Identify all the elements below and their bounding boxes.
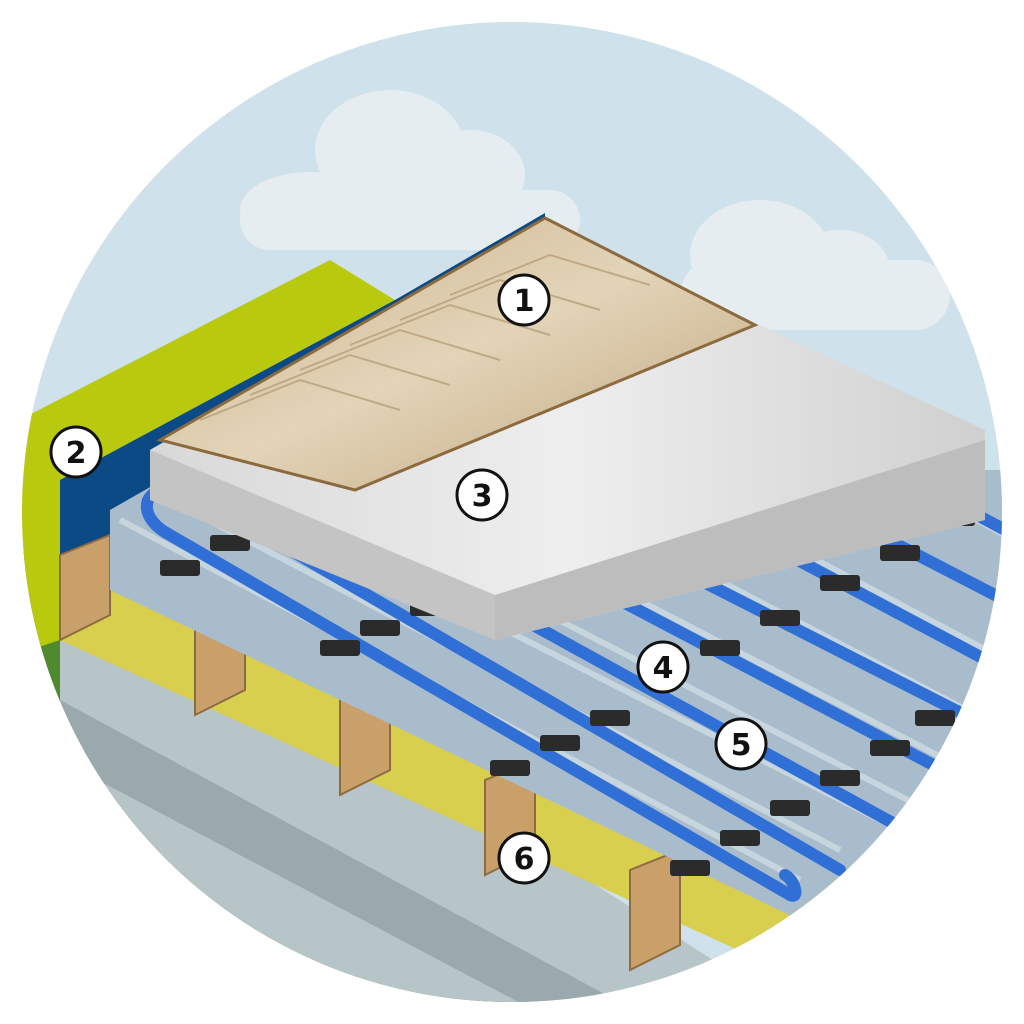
parquet-finish: [156, 216, 759, 492]
callout-4-label: 4: [653, 651, 674, 686]
callout-1-marker: [497, 273, 551, 327]
callout-6: 6: [497, 831, 551, 885]
callout-6-label: 6: [514, 842, 535, 877]
callout-2-marker: [49, 425, 103, 479]
callout-3-marker: [455, 468, 509, 522]
callout-2-label: 2: [66, 436, 87, 471]
callout-5-marker: [714, 717, 768, 771]
callout-2: 2: [49, 425, 103, 479]
timber-joists: [59, 533, 681, 972]
callout-3-label: 3: [472, 479, 493, 514]
screed-side: [150, 450, 495, 640]
pipe-clips: [160, 510, 975, 876]
cloud-right: [680, 200, 950, 330]
callout-1-label: 1: [514, 284, 535, 319]
callout-6-marker: [497, 831, 551, 885]
callout-5: 5: [714, 717, 768, 771]
callout-5-label: 5: [731, 728, 752, 763]
callout-4-marker: [636, 640, 690, 694]
callout-1: 1: [497, 273, 551, 327]
screed-front: [495, 440, 985, 640]
cloud-left: [240, 90, 580, 250]
callout-4: 4: [636, 640, 690, 694]
callout-3: 3: [455, 468, 509, 522]
base-board-edge: [60, 700, 660, 1002]
